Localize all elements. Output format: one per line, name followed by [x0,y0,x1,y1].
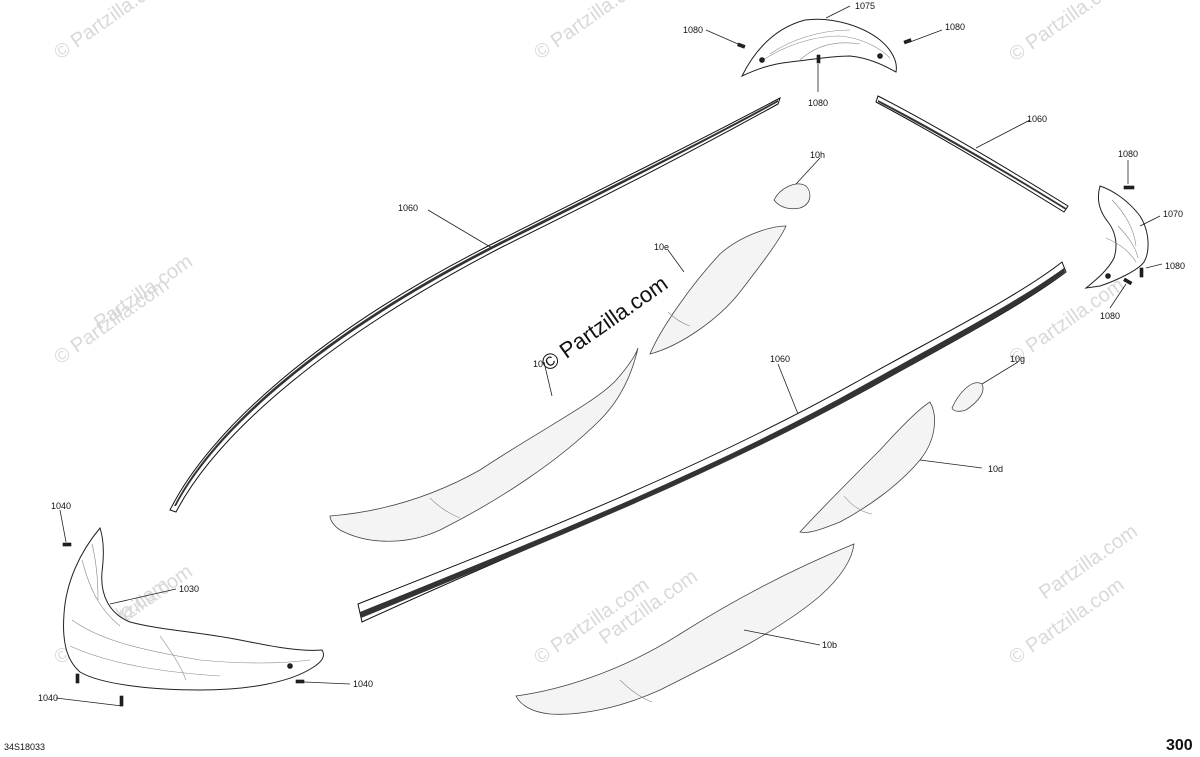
part-10h-decal[interactable] [773,183,811,210]
part-10e-decal[interactable] [649,225,787,355]
callout-1060: 1060 [770,354,790,364]
part-1060-rail-left[interactable] [169,96,781,513]
callout-10g: 10g [1010,354,1025,364]
part-1070-corner-bumper[interactable] [1084,185,1149,289]
part-10g-decal[interactable] [951,382,984,412]
callout-1080: 1080 [945,22,965,32]
part-10f-decal[interactable] [329,347,639,542]
callout-1070: 1070 [1163,209,1183,219]
watermark: Partzilla.com [90,250,196,334]
screw-1040-bottom-center[interactable] [119,695,124,707]
callout-1040: 1040 [353,679,373,689]
part-1060-rail-lower[interactable] [357,261,1067,623]
screw-1080-top-left[interactable] [737,42,746,49]
part-10b-decal[interactable] [515,543,855,715]
screw-1080-corner-top[interactable] [1123,185,1135,190]
callout-1075: 1075 [855,1,875,11]
callout-1080: 1080 [1118,149,1138,159]
callout-1080: 1080 [1100,311,1120,321]
callout-10d: 10d [988,464,1003,474]
part-1075-rear-bumper[interactable] [740,18,897,78]
callout-10e: 10e [654,242,669,252]
callout-10h: 10h [810,150,825,160]
screw-1040-bottom-right[interactable] [295,679,305,684]
callout-10: 10 [533,359,543,369]
watermark-group: © Partzilla.com © Partzilla.com © Partzi… [50,0,1141,669]
part-1030-front-bumper[interactable] [63,526,325,691]
drawing-code: 34S18033 [4,742,45,752]
part-1060-rail-right[interactable] [875,95,1069,213]
watermark: © Partzilla.com [530,0,653,64]
callout-1080: 1080 [808,98,828,108]
callout-1040: 1040 [38,693,58,703]
watermark-center: © Partzilla.com [537,271,673,377]
screw-1080-corner-right[interactable] [1139,267,1144,278]
leader-lines [55,5,1163,707]
watermark: © Partzilla.com [50,0,173,64]
callout-1040: 1040 [51,501,71,511]
callout-10b: 10b [822,640,837,650]
callout-labels: 1075 1080 1080 1080 1060 10h 1060 10e 10… [38,1,1185,703]
watermark: © Partzilla.com [1005,0,1128,66]
screw-1080-top-center[interactable] [816,54,821,64]
page-number: 300 [1166,737,1193,754]
callout-1030: 1030 [179,584,199,594]
part-10d-decal[interactable] [799,401,935,533]
screw-1040-bottom-left[interactable] [75,673,80,684]
screw-1040-top[interactable] [62,542,72,547]
screw-1080-top-right[interactable] [903,38,912,45]
callout-1080: 1080 [683,25,703,35]
callout-1080: 1080 [1165,261,1185,271]
callout-1060: 1060 [1027,114,1047,124]
callout-1060: 1060 [398,203,418,213]
screw-1080-corner-bottom[interactable] [1123,277,1133,286]
